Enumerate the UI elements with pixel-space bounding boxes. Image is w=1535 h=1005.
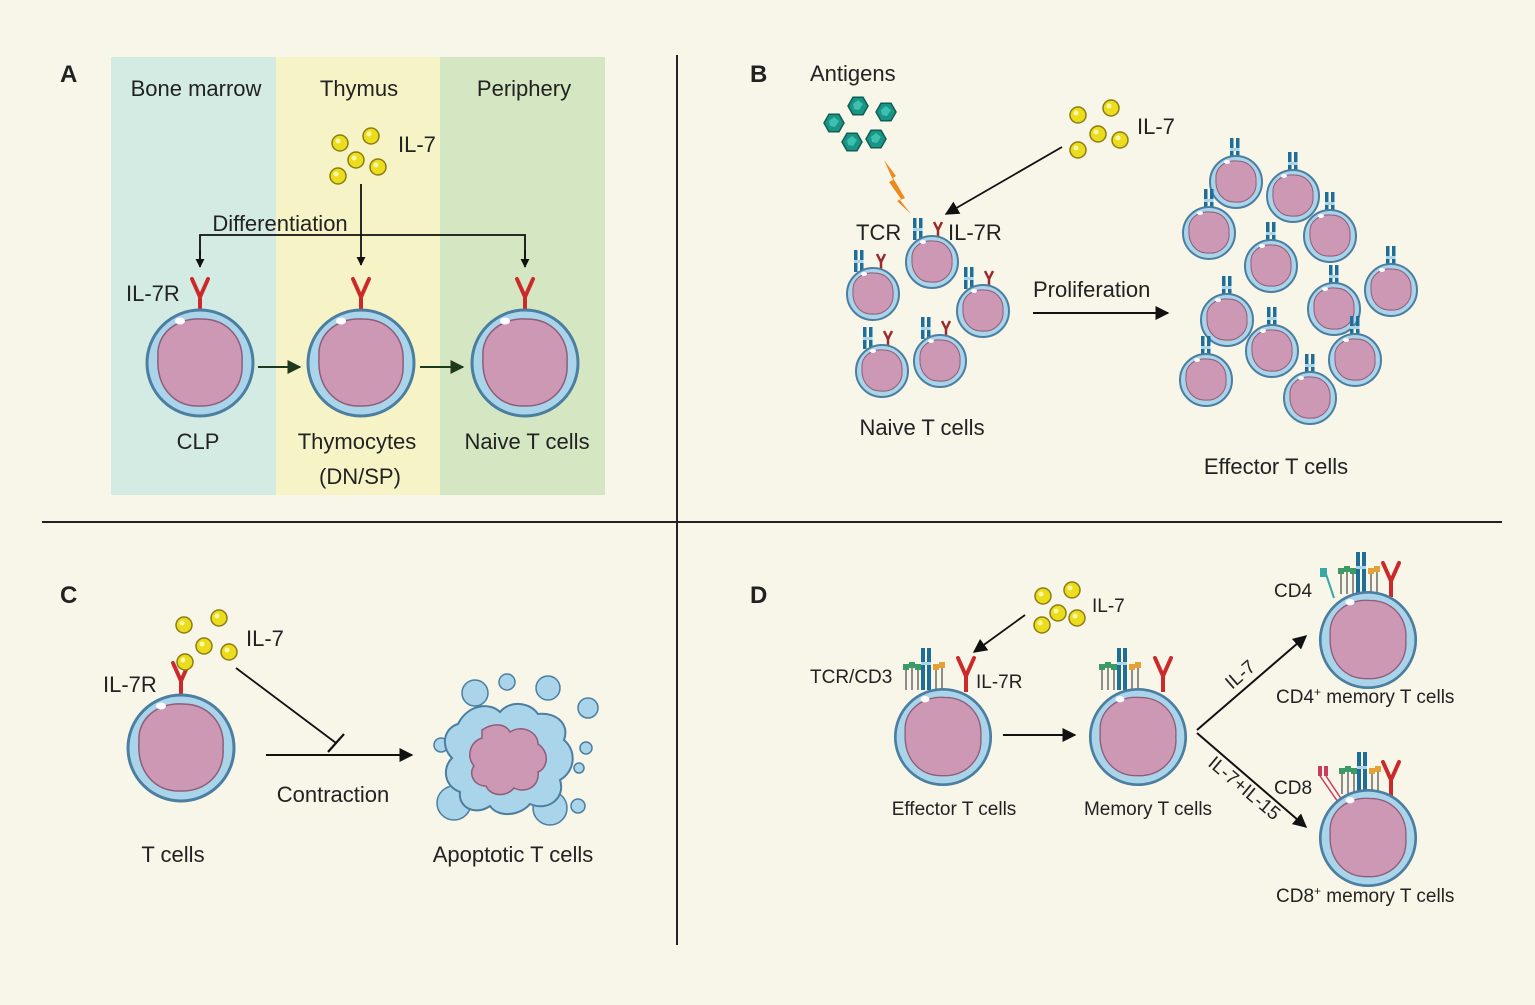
activation-lightning-icon: [884, 160, 911, 214]
il7-label-d: IL-7: [1092, 596, 1125, 617]
contraction-label: Contraction: [277, 782, 390, 807]
differentiation-arrows: [195, 184, 530, 268]
cd8-label: CD8: [1274, 778, 1312, 799]
il7-label-c: IL-7: [246, 626, 284, 651]
il7-cytokine-cluster-d: [1033, 581, 1086, 634]
il7-label-b: IL-7: [1137, 114, 1175, 139]
branch-il7-label: IL-7: [1222, 656, 1260, 693]
branch-il7-il15-label: IL-7+IL-15: [1204, 753, 1284, 825]
arrow-memory-to-cd4: [1196, 635, 1308, 731]
naive-t-cells-label-a: Naive T cells: [464, 429, 589, 454]
il7r-label-b: IL-7R: [948, 220, 1002, 245]
panel-b-letter: B: [750, 61, 767, 88]
cd4-superscript: +: [1314, 685, 1321, 699]
zone-periphery: [440, 57, 605, 495]
cd4-memory-label: CD4+ memory T cells: [1276, 685, 1454, 708]
il7-cytokine-cluster-c: [175, 609, 238, 661]
il7r-label-d: IL-7R: [976, 672, 1022, 693]
arrow-memory-to-cd8: [1196, 732, 1308, 828]
thymocytes-sublabel: (DN/SP): [319, 464, 401, 489]
inhibition-bar: [327, 733, 345, 753]
zone-thymus: [276, 57, 440, 495]
cd4-label: CD4: [1274, 581, 1312, 602]
panel-c: C IL-7 IL-7R T cells Contraction: [60, 582, 599, 867]
il7-label-a: IL-7: [398, 132, 436, 157]
zone-label-bone-marrow: Bone marrow: [131, 76, 262, 101]
cd8-superscript: +: [1314, 884, 1321, 898]
differentiation-label: Differentiation: [212, 211, 347, 236]
effector-t-cells-label-d: Effector T cells: [892, 799, 1017, 820]
apoptotic-t-cell: [433, 673, 599, 826]
thymocytes-label: Thymocytes: [298, 429, 417, 454]
cd4-memory-prefix: CD4: [1276, 687, 1314, 708]
panel-d: D IL-7 TCR/CD3 IL-7R Effector T cells Me…: [750, 551, 1454, 907]
clp-label: CLP: [177, 429, 220, 454]
antigen-cluster: [823, 96, 897, 152]
panel-b: B Antigens IL-7 TCR IL-7R Naive: [750, 61, 1418, 479]
cd4-memory-suffix: memory T cells: [1321, 687, 1454, 708]
il7-cytokine-cluster-b: [1069, 99, 1129, 159]
cd8-memory-t-cell: [1318, 751, 1418, 888]
effector-t-cells-label-b: Effector T cells: [1204, 454, 1348, 479]
panel-a-letter: A: [60, 61, 77, 88]
il7r-label-a: IL-7R: [126, 281, 180, 306]
effector-t-cell-d: [893, 647, 993, 787]
t-cells-label: T cells: [141, 842, 204, 867]
naive-t-cells-label-b: Naive T cells: [859, 415, 984, 440]
memory-t-cell: [1088, 647, 1188, 787]
il7r-label-c: IL-7R: [103, 672, 157, 697]
il7-arrow-d: [972, 614, 1026, 653]
cd8-memory-prefix: CD8: [1276, 886, 1314, 907]
effector-t-cell-cluster: [1179, 138, 1418, 425]
cd4-memory-t-cell: [1318, 551, 1418, 690]
il7-arrow-b: [944, 146, 1063, 215]
panel-d-letter: D: [750, 582, 767, 609]
antigens-label: Antigens: [810, 61, 896, 86]
cd8-memory-label: CD8+ memory T cells: [1276, 884, 1454, 907]
panel-a: A Bone marrow Thymus Periphery IL-7 Diff…: [60, 57, 605, 495]
zone-bone-marrow: [111, 57, 276, 495]
tcr-cd3-label: TCR/CD3: [810, 667, 892, 688]
tcr-label: TCR: [856, 220, 901, 245]
zone-label-thymus: Thymus: [320, 76, 398, 101]
panel-c-letter: C: [60, 582, 77, 609]
il7-inhibition-line: [235, 667, 337, 744]
proliferation-label: Proliferation: [1033, 277, 1150, 302]
apoptotic-t-cells-label: Apoptotic T cells: [433, 842, 594, 867]
memory-t-cells-label: Memory T cells: [1084, 799, 1212, 820]
zone-label-periphery: Periphery: [477, 76, 571, 101]
cd8-memory-suffix: memory T cells: [1321, 886, 1454, 907]
